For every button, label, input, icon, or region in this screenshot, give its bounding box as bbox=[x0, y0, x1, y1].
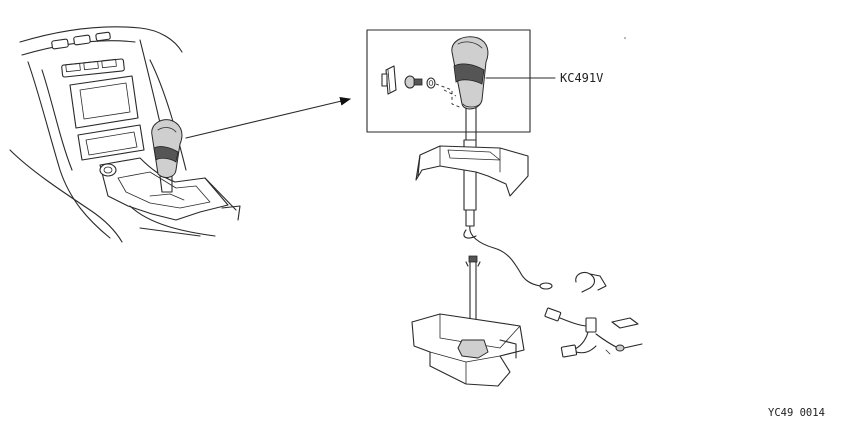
figure-code-label: YC49 0014 bbox=[768, 407, 825, 419]
wire-harness bbox=[544, 307, 643, 358]
wire-clamp bbox=[575, 271, 607, 293]
shift-lever-assembly bbox=[415, 139, 553, 290]
shift-mechanism-base bbox=[411, 255, 525, 387]
adhesive-pad bbox=[611, 317, 639, 329]
speck-mark bbox=[624, 37, 626, 39]
part-number-label: KC491V bbox=[560, 71, 603, 85]
knob-fastener-parts bbox=[381, 65, 463, 109]
center-console-illustration bbox=[9, 26, 241, 243]
detail-box bbox=[366, 29, 531, 133]
shift-knob bbox=[451, 36, 489, 141]
reference-arrow bbox=[185, 97, 352, 139]
